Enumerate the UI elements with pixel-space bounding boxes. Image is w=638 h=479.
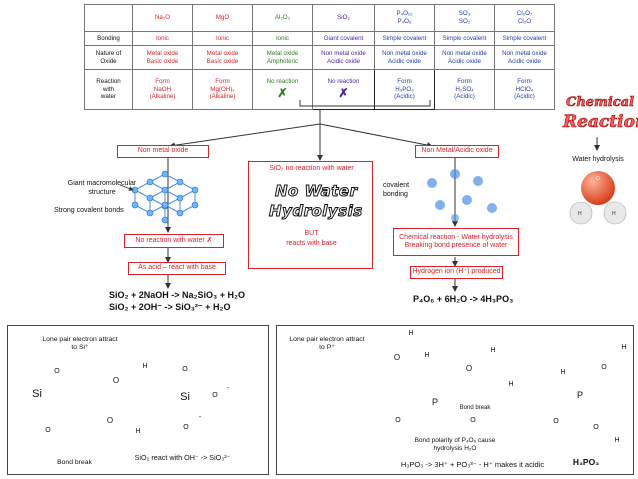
no-hydrolysis-box: SiO₂ no reaction with water No Water Hyd… [248,161,373,269]
o-atom-label: O [601,364,607,371]
chemical-word: Chemical [566,95,635,111]
non-metal-oxide-box: Non metal oxide [117,145,209,158]
h-atom-label: H [621,344,627,351]
o-atom-label: O [183,424,189,431]
covalent-dots [427,169,497,222]
svg-text:H: H [612,211,616,217]
cross-icon: ✗ [338,85,349,100]
p4o6-caption: H₃PO₃ -> 3H⁺ + PO₃³⁻ - H⁺ makes it acidi… [400,460,545,469]
h-atom-label: H [142,363,148,370]
hydrolysis-box: Chemical reaction - Water hydrolysis Bre… [393,228,519,256]
p-atom-label: P [576,390,583,400]
minus-charge: - [198,414,202,421]
chem-reaction-label: Chemical reaction - Water hydrolysis [399,233,513,241]
left-equations: SiO₂ + 2NaOH -> Na₂SiO₃ + H₂O SiO₂ + 2OH… [109,290,279,313]
bond-label: Strong covalent bonds [54,207,124,214]
o-atom-label: O [470,417,476,424]
h-atom-label: H [614,437,620,444]
h-atom-label: H [135,428,141,435]
o-atom-label: O [45,427,51,434]
svg-text:H: H [578,211,582,217]
p4o6-mechanism-panel [276,325,634,475]
breaking-label: Breaking bond presence of water [404,242,508,249]
equation-1: SiO₂ + 2NaOH -> Na₂SiO₃ + H₂O [109,290,245,300]
header-sio2: SiO₂ [312,4,375,32]
bond-break-right: Bond break [459,405,491,411]
sio2-caption: SiO₂ react with OH⁻ -> SiO₃²⁻ [134,453,231,462]
p-atom-label: P [431,397,438,407]
cross-icon: ✗ [277,85,288,100]
bond-break-left: Bond break [57,459,92,466]
no-reaction-box: No reaction with water ✗ [124,234,224,248]
o-atom-label: O [465,364,473,373]
o-atom-label: O [212,392,218,399]
no-water-word: No Water [274,182,358,201]
h-atom-label: H [508,381,514,388]
acidic-oxide-box: Non Metal/Acidic oxide [415,145,499,158]
hydrogen-box: Hydrogen ion (H⁺) produced [410,266,503,279]
si-atom-label: Si [32,388,42,400]
si-atom-label: Si [180,391,190,403]
hydrolysis-word: Hydrolysis [269,202,363,221]
reacts-label: reacts with base [286,240,337,247]
o-atom-label: O [395,417,401,424]
reaction-word: Reaction [563,112,638,133]
o-atom-label: O [553,418,559,425]
covalent-label: covalent bonding [383,182,410,198]
right-equation: P₄O₆ + 6H₂O -> 4H₃PO₃ [413,294,514,304]
structure-label: Giant macromolecular structure [67,180,137,196]
table-cell: No reaction✗ [252,69,313,110]
water-molecule: O H H [569,171,627,225]
h-atom-label: H [408,330,414,337]
o-atom-label: O [106,416,114,425]
lattice-structure [134,173,196,220]
o-atom-label: O [593,424,599,431]
h-atom-label: H [424,352,430,359]
h-atom-label: H [490,347,496,354]
lone-pair-label-left: Lone pair electron attract to Si⁺ [42,336,118,352]
sio2-mechanism-panel [7,325,269,475]
equation-2: SiO₂ + 2OH⁻ -> SiO₃²⁻ + H₂O [109,301,231,312]
table-cell-sio2-reaction: No reaction✗ [312,69,375,110]
o-atom-label: O [54,368,60,375]
svg-text:O: O [596,176,600,182]
product-label: H₃PO₃ [572,457,600,467]
o-atom-label: O [112,376,120,385]
o-atom-label: O [393,353,401,362]
header-al2o3: Al₂O₃ [252,4,313,32]
acid-base-box: As acid – react with base [128,262,226,275]
water-hydrolysis-label: Water hydrolysis [572,156,624,163]
lone-pair-label-right: Lone pair electron attract to P⁺ [289,336,365,352]
o-atom-label: O [182,366,188,373]
polarity-label: Bond polarity of P₄O₆ cause hydrolysis H… [414,437,496,453]
middle-title: SiO₂ no reaction with water [269,165,354,172]
h-atom-label: H [560,369,566,376]
minus-charge: - [226,385,230,392]
but-label: BUT [304,230,319,237]
